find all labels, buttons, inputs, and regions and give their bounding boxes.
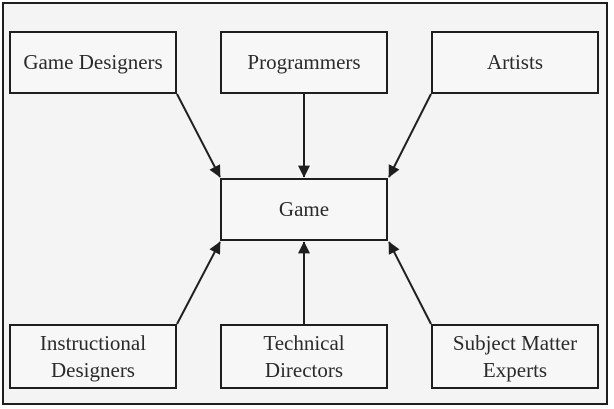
node-instructional-designers: Instructional Designers [9, 324, 177, 389]
node-game: Game [220, 178, 388, 241]
node-artists: Artists [431, 31, 599, 94]
node-game-designers: Game Designers [9, 31, 177, 94]
arrow-instructional-designers-to-game [176, 241, 221, 325]
node-technical-directors: Technical Directors [220, 324, 388, 389]
arrow-artists-to-game [388, 93, 432, 178]
node-subject-matter-experts: Subject Matter Experts [431, 324, 599, 389]
arrow-game-designers-to-game [176, 93, 221, 178]
node-programmers: Programmers [220, 31, 388, 94]
arrow-subject-matter-experts-to-game [388, 241, 432, 325]
